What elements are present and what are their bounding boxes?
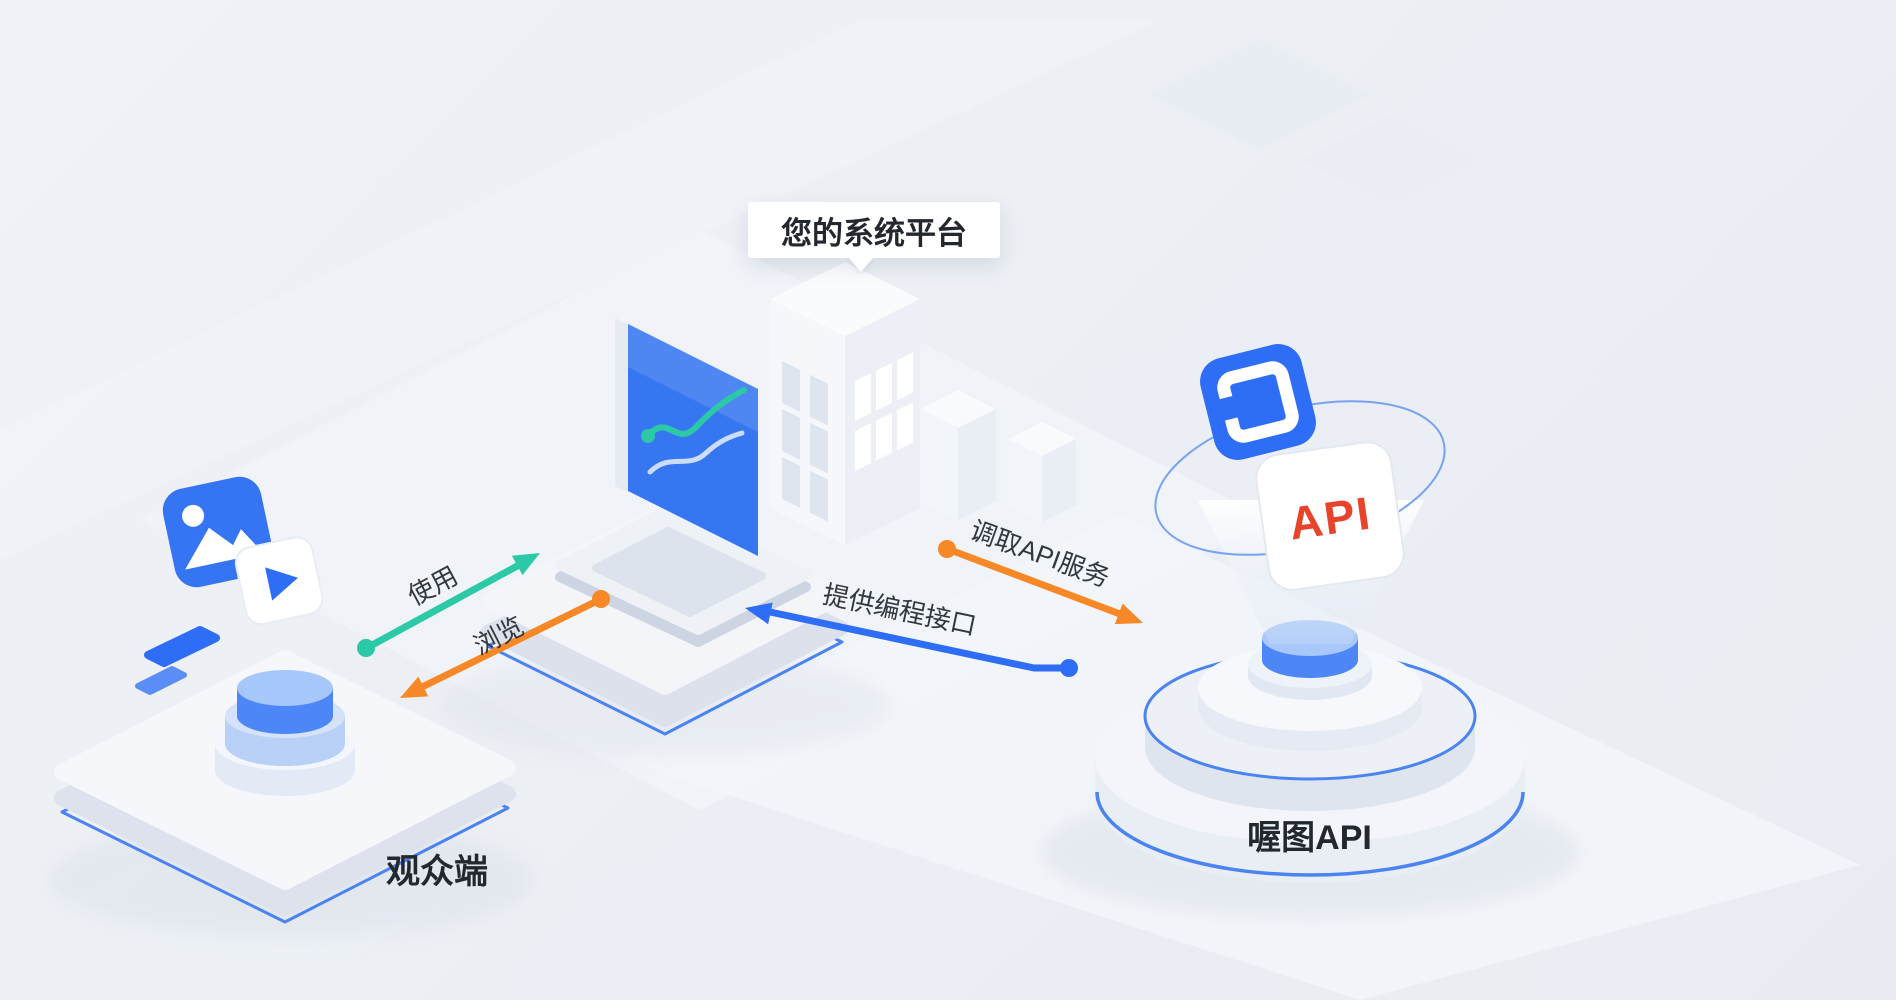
- api-node-label: 喔图API: [1247, 819, 1372, 857]
- use-arrow-line: [370, 561, 523, 648]
- laptop-keyboard: [592, 527, 766, 617]
- laptop: [555, 318, 811, 647]
- chart-teal-line: [645, 387, 747, 439]
- background-band: [0, 20, 1160, 560]
- api-pedestal: API: [1095, 344, 1525, 883]
- laptop-screen-glare: [628, 324, 758, 432]
- call-api-arrow: [938, 540, 1143, 625]
- platform-callout-text: 您的系统平台: [781, 215, 967, 251]
- building-left-windows: [782, 360, 828, 522]
- pedestal-blue-arc: [1095, 791, 1525, 877]
- building-annex-2: [1008, 422, 1076, 522]
- api-card-text: API: [1286, 486, 1375, 549]
- callout-pointer: [848, 257, 874, 272]
- use-arrow: [357, 553, 540, 657]
- laptop-screen: [628, 324, 758, 556]
- building-annex-1: [920, 390, 996, 520]
- ui-chip-1: [144, 626, 220, 667]
- background-tile-2: [1300, 115, 1480, 205]
- brand-logo-tile: [1200, 344, 1316, 460]
- building: [770, 262, 1076, 545]
- provide-arrow-line: [766, 608, 1066, 672]
- use-arrow-tail-dot: [357, 639, 375, 657]
- platform-callout: 您的系统平台: [748, 202, 1000, 272]
- photo-icon-mountains: [185, 527, 264, 570]
- viewer-device: [54, 476, 516, 924]
- play-card: [234, 536, 324, 626]
- cylinder-top-top: [237, 670, 333, 706]
- api-card-tile: [1255, 441, 1405, 591]
- building-right-windows: [855, 352, 913, 472]
- browse-arrow-head: [400, 676, 429, 698]
- browse-arrow: [400, 590, 610, 698]
- database-cylinders: [215, 670, 355, 796]
- building-left-face: [770, 299, 845, 545]
- provide-arrow-tail-dot: [1060, 659, 1078, 677]
- provide-arrow-head: [745, 602, 773, 625]
- laptop-lid-edge: [615, 318, 628, 492]
- photo-icon-sun: [182, 504, 205, 527]
- provide-interface-arrow: [745, 602, 1078, 677]
- play-icon: [265, 567, 298, 601]
- viewer-node-label: 观众端: [386, 853, 488, 891]
- call-api-arrow-line: [949, 547, 1124, 618]
- ui-chip-2: [135, 666, 187, 695]
- api-card: API: [1255, 441, 1405, 591]
- background-tile-1: [1150, 40, 1370, 150]
- brand-logo-gap: [1214, 394, 1245, 422]
- call-api-arrow-head: [1114, 603, 1143, 625]
- browse-arrow-line: [418, 597, 601, 691]
- use-arrow-head: [511, 553, 540, 576]
- brand-logo-icon: [1200, 344, 1316, 460]
- building-roof: [770, 262, 920, 336]
- chart-white-line: [647, 430, 745, 475]
